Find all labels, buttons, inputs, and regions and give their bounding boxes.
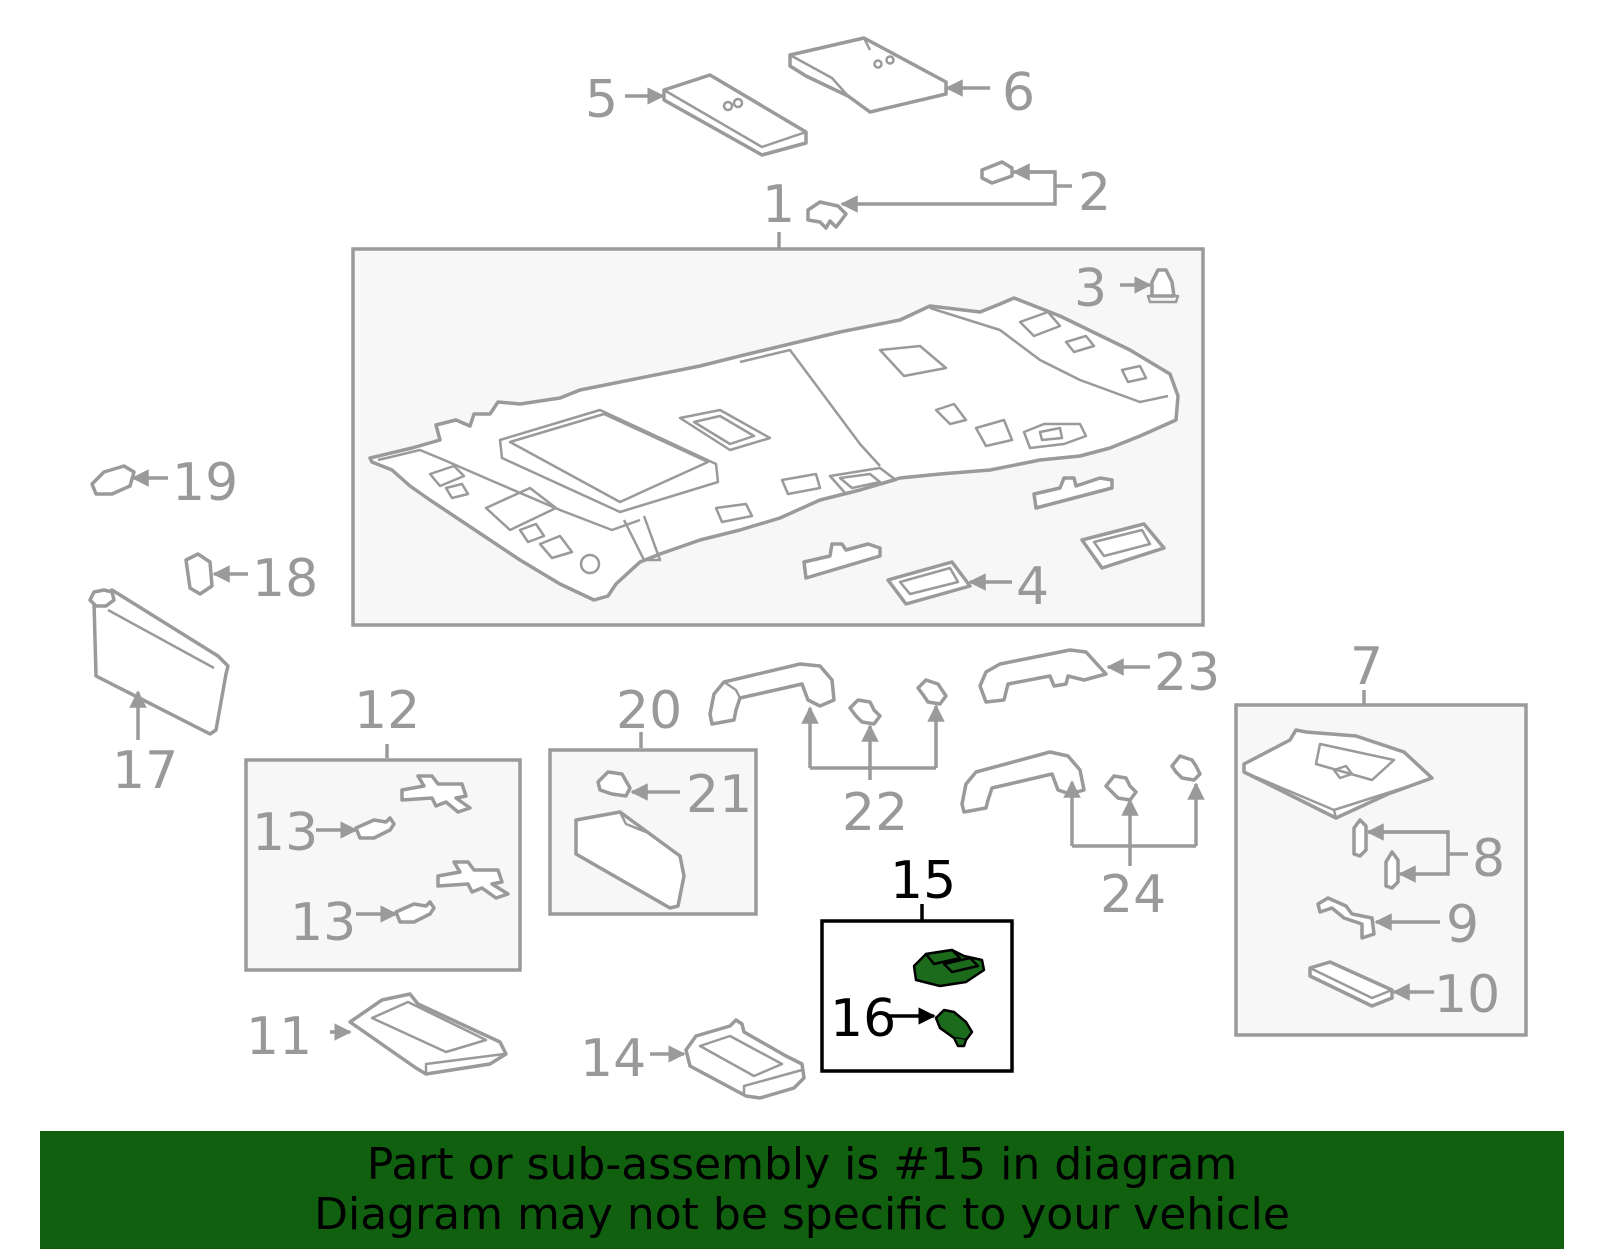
callout-23: 23 (1154, 643, 1220, 703)
callout-14: 14 (580, 1029, 646, 1089)
callout-11: 11 (246, 1007, 312, 1067)
part-15-box[interactable] (820, 919, 1014, 1073)
callout-17: 17 (112, 741, 178, 801)
callout-21: 21 (686, 765, 752, 825)
part-19-clip[interactable] (90, 464, 136, 496)
banner-line-2: Diagram may not be specific to your vehi… (314, 1189, 1290, 1240)
callout-15: 15 (890, 851, 956, 911)
part-21-clip[interactable] (596, 770, 632, 798)
part-18-clip[interactable] (184, 552, 214, 596)
callout-9: 9 (1446, 895, 1479, 955)
part-3-clip[interactable] (1146, 268, 1180, 304)
part-2-clip[interactable] (806, 160, 1014, 230)
callout-7: 7 (1350, 637, 1383, 697)
part-1-headliner[interactable] (368, 296, 1180, 602)
banner-line-1: Part or sub-assembly is #15 in diagram (366, 1139, 1238, 1190)
parts-diagram: 5 6 2 1 (88, 36, 1528, 1100)
part-9-bracket[interactable] (1316, 896, 1376, 940)
part-11-lamp[interactable] (348, 992, 508, 1076)
part-22-grab-handle[interactable] (708, 662, 948, 726)
part-5-pad[interactable] (662, 73, 808, 157)
callout-3: 3 (1074, 259, 1107, 319)
callout-19: 19 (172, 453, 238, 513)
part-17-sun-visor[interactable] (88, 588, 230, 736)
callout-10: 10 (1434, 965, 1500, 1025)
part-14-lamp[interactable] (684, 1018, 806, 1100)
part-4-bracket[interactable] (802, 476, 1166, 606)
part-12-box[interactable] (244, 758, 522, 972)
callout-2: 2 (1078, 163, 1111, 223)
callout-6: 6 (1002, 63, 1035, 123)
part-16-bulb[interactable] (934, 1008, 974, 1048)
leader-2 (842, 170, 1072, 204)
callout-20: 20 (616, 681, 682, 741)
part-7-console[interactable] (1242, 728, 1434, 820)
part-12-bracket[interactable] (400, 774, 510, 900)
info-banner: Part or sub-assembly is #15 in diagram D… (40, 1131, 1564, 1249)
part-24-grab-handle[interactable] (960, 750, 1202, 814)
callout-22: 22 (842, 783, 908, 843)
callout-24: 24 (1100, 865, 1166, 925)
part-15-switch[interactable] (912, 948, 986, 988)
callout-13-b: 13 (290, 893, 356, 953)
part-23-grab-handle[interactable] (978, 648, 1108, 704)
part-6-pad[interactable] (788, 36, 948, 114)
callout-4: 4 (1016, 557, 1049, 617)
callout-18: 18 (252, 549, 318, 609)
callout-12: 12 (354, 681, 420, 741)
callout-8: 8 (1472, 829, 1505, 889)
part-10-lens[interactable] (1308, 960, 1394, 1008)
part-13-bulb[interactable] (354, 816, 436, 924)
callout-1: 1 (762, 175, 795, 235)
part-20-cover[interactable] (574, 810, 686, 910)
callout-16: 16 (830, 989, 896, 1049)
callout-13-a: 13 (252, 803, 318, 863)
callout-5: 5 (585, 70, 618, 130)
